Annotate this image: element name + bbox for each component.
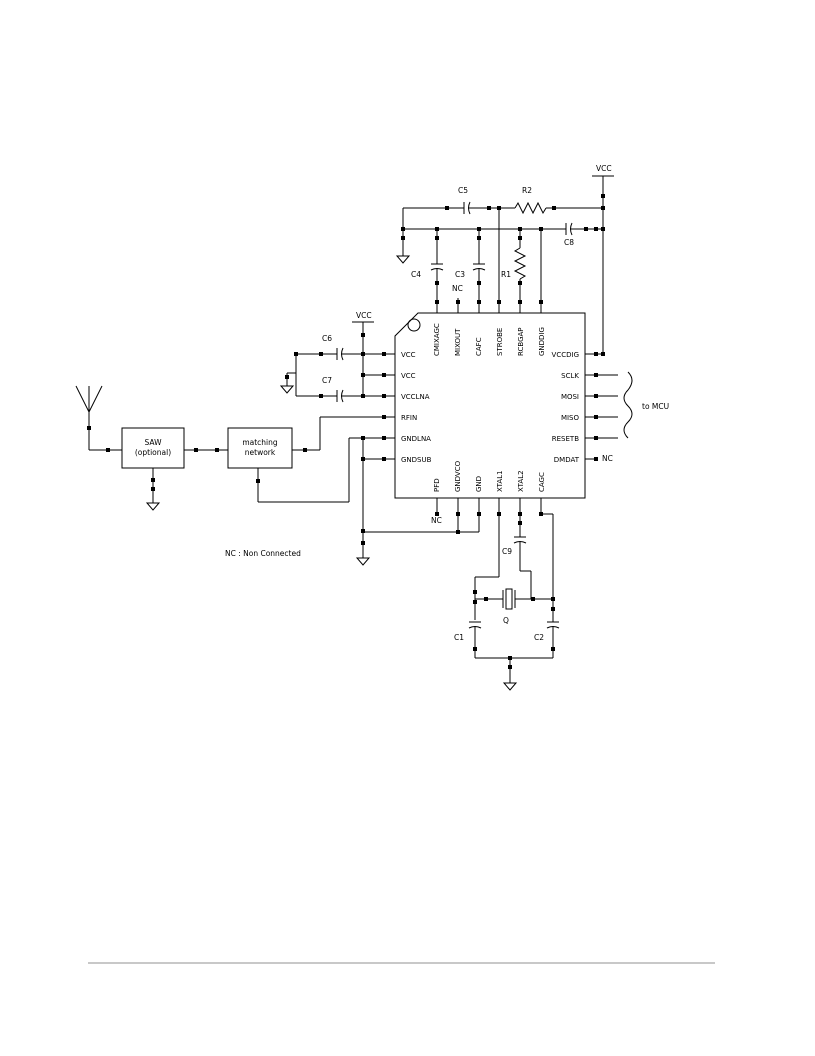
saw-optional-label: (optional) <box>135 448 171 457</box>
pin-cafc: CAFC <box>475 337 483 356</box>
pin-gndsub: GNDSUB <box>401 456 432 464</box>
vcc-left-label: VCC <box>356 311 372 320</box>
pin-miso: MISO <box>561 414 580 422</box>
nc-note: NC : Non Connected <box>225 549 301 558</box>
pin-cmixagc: CMIXAGC <box>433 323 441 356</box>
pin-cagc: CAGC <box>538 472 546 492</box>
c4-label: C4 <box>411 270 421 279</box>
c3-label: C3 <box>455 270 465 279</box>
pin-rcbgap: RCBGAP <box>517 327 525 356</box>
pin1-marker <box>407 318 421 332</box>
mcu-brace-icon <box>623 371 633 439</box>
pin-pfd: PFD <box>433 478 441 492</box>
ground-symbol-left <box>279 385 295 394</box>
pin-dmdat: DMDAT <box>554 456 580 464</box>
pin-mosi: MOSI <box>561 393 579 401</box>
footer-rule <box>88 962 715 964</box>
nc-pfd: NC <box>431 516 442 525</box>
ground-symbol-saw <box>145 502 161 511</box>
matching-network-block <box>227 427 293 469</box>
to-mcu-label: to MCU <box>642 402 669 411</box>
c2-label: C2 <box>534 633 544 642</box>
resistor-r1 <box>513 247 527 280</box>
ground-symbol-top <box>395 255 411 264</box>
c6-label: C6 <box>322 334 332 343</box>
q-label: Q <box>503 616 509 625</box>
r1-label: R1 <box>501 270 511 279</box>
pin-xtal1: XTAL1 <box>496 470 504 492</box>
pin-xtal2: XTAL2 <box>517 470 525 492</box>
ic-body <box>394 312 586 499</box>
vcc-top-label: VCC <box>596 164 612 173</box>
pin-vcc-1: VCC <box>401 351 416 359</box>
nc-dmdat: NC <box>602 454 613 463</box>
pin-gnddig: GNDDIG <box>538 327 546 356</box>
pin-vcclna: VCCLNA <box>401 393 430 401</box>
c5-label: C5 <box>458 186 468 195</box>
pin-resetb: RESETB <box>552 435 579 443</box>
r2-label: R2 <box>522 186 532 195</box>
resistor-r2 <box>514 201 547 215</box>
antenna-icon <box>75 385 103 450</box>
pin-gndvco: GNDVCO <box>454 460 462 492</box>
pin-strobe: STROBE <box>496 328 504 356</box>
network-label: network <box>245 448 276 457</box>
pin-sclk: SCLK <box>561 372 579 380</box>
c9-label: C9 <box>502 547 512 556</box>
nc-mixout: NC <box>452 284 463 293</box>
pin-vcc-2: VCC <box>401 372 416 380</box>
pin-rfin: RFIN <box>401 414 417 422</box>
crystal-q <box>502 588 516 610</box>
c7-label: C7 <box>322 376 332 385</box>
c8-label: C8 <box>564 238 574 247</box>
pin-vccdig: VCCDIG <box>552 351 579 359</box>
pin-gnd: GND <box>475 476 483 492</box>
matching-label: matching <box>242 438 278 447</box>
ground-symbol-bottom <box>502 682 518 691</box>
c1-label: C1 <box>454 633 464 642</box>
vcc-top-symbol <box>592 175 614 196</box>
pin-mixout: MIXOUT <box>454 328 462 356</box>
ground-symbol-ic <box>355 557 371 566</box>
pin-gndlna: GNDLNA <box>401 435 431 443</box>
saw-label: SAW <box>144 438 162 447</box>
